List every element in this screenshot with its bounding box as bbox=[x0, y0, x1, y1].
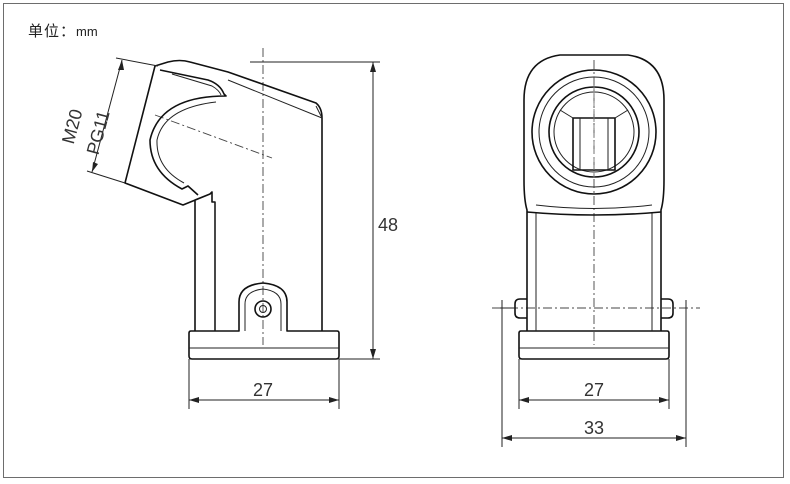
side-height-arrow-bottom bbox=[370, 349, 376, 359]
thread-metric-label: M20 bbox=[58, 107, 86, 146]
side-width-arrow-right bbox=[329, 397, 339, 403]
front-overall-width-label: 33 bbox=[584, 418, 604, 438]
side-entry-axis bbox=[154, 114, 273, 159]
side-thread-ext-bottom bbox=[86, 170, 126, 184]
side-height-arrow-top bbox=[370, 62, 376, 72]
side-cable-entry-inner bbox=[156, 73, 222, 184]
unit-value: mm bbox=[76, 24, 98, 39]
front-entry-outer-ring bbox=[531, 69, 657, 195]
front-insert-bevel bbox=[559, 109, 629, 119]
unit-label: 单位：mm bbox=[28, 20, 98, 41]
front-lock-pin-right bbox=[661, 298, 674, 319]
side-cable-entry bbox=[149, 69, 227, 196]
front-neck-line-inner bbox=[535, 204, 653, 209]
side-body-outline bbox=[124, 59, 323, 331]
side-thread-ext-top bbox=[115, 57, 159, 67]
side-base-flange bbox=[188, 282, 340, 360]
unit-caption: 单位： bbox=[28, 22, 77, 40]
front-lock-pin-left bbox=[514, 298, 527, 319]
front-base-flange bbox=[518, 330, 670, 360]
front-insert-outline bbox=[572, 117, 616, 171]
front-overall-arrow-right bbox=[676, 435, 686, 441]
side-lock-pin-center bbox=[259, 305, 267, 313]
thread-pg-label: PG11 bbox=[83, 108, 114, 156]
front-body-outline bbox=[523, 54, 665, 331]
front-entry-ring-2 bbox=[538, 76, 650, 188]
side-view: M20 PG11 48 27 bbox=[58, 48, 398, 409]
side-lock-pin-boss bbox=[244, 288, 282, 331]
front-inner-width-label: 27 bbox=[584, 380, 604, 400]
front-inner-arrow-left bbox=[519, 397, 529, 403]
side-thread-dim-line bbox=[91, 59, 123, 173]
side-body-inner-edge bbox=[214, 105, 323, 331]
side-thread-arrow-bottom bbox=[92, 162, 98, 172]
side-thread-arrow-top bbox=[118, 60, 124, 70]
front-entry-bore bbox=[553, 91, 635, 173]
front-overall-arrow-left bbox=[502, 435, 512, 441]
side-lock-pin bbox=[254, 300, 272, 318]
front-neck-line bbox=[526, 211, 662, 216]
side-height-label: 48 bbox=[378, 215, 398, 235]
side-width-arrow-left bbox=[189, 397, 199, 403]
front-inner-arrow-right bbox=[659, 397, 669, 403]
drawing-frame bbox=[3, 3, 784, 478]
side-width-label: 27 bbox=[253, 380, 273, 400]
front-view: 27 33 bbox=[492, 54, 700, 447]
side-top-edge bbox=[227, 79, 323, 119]
